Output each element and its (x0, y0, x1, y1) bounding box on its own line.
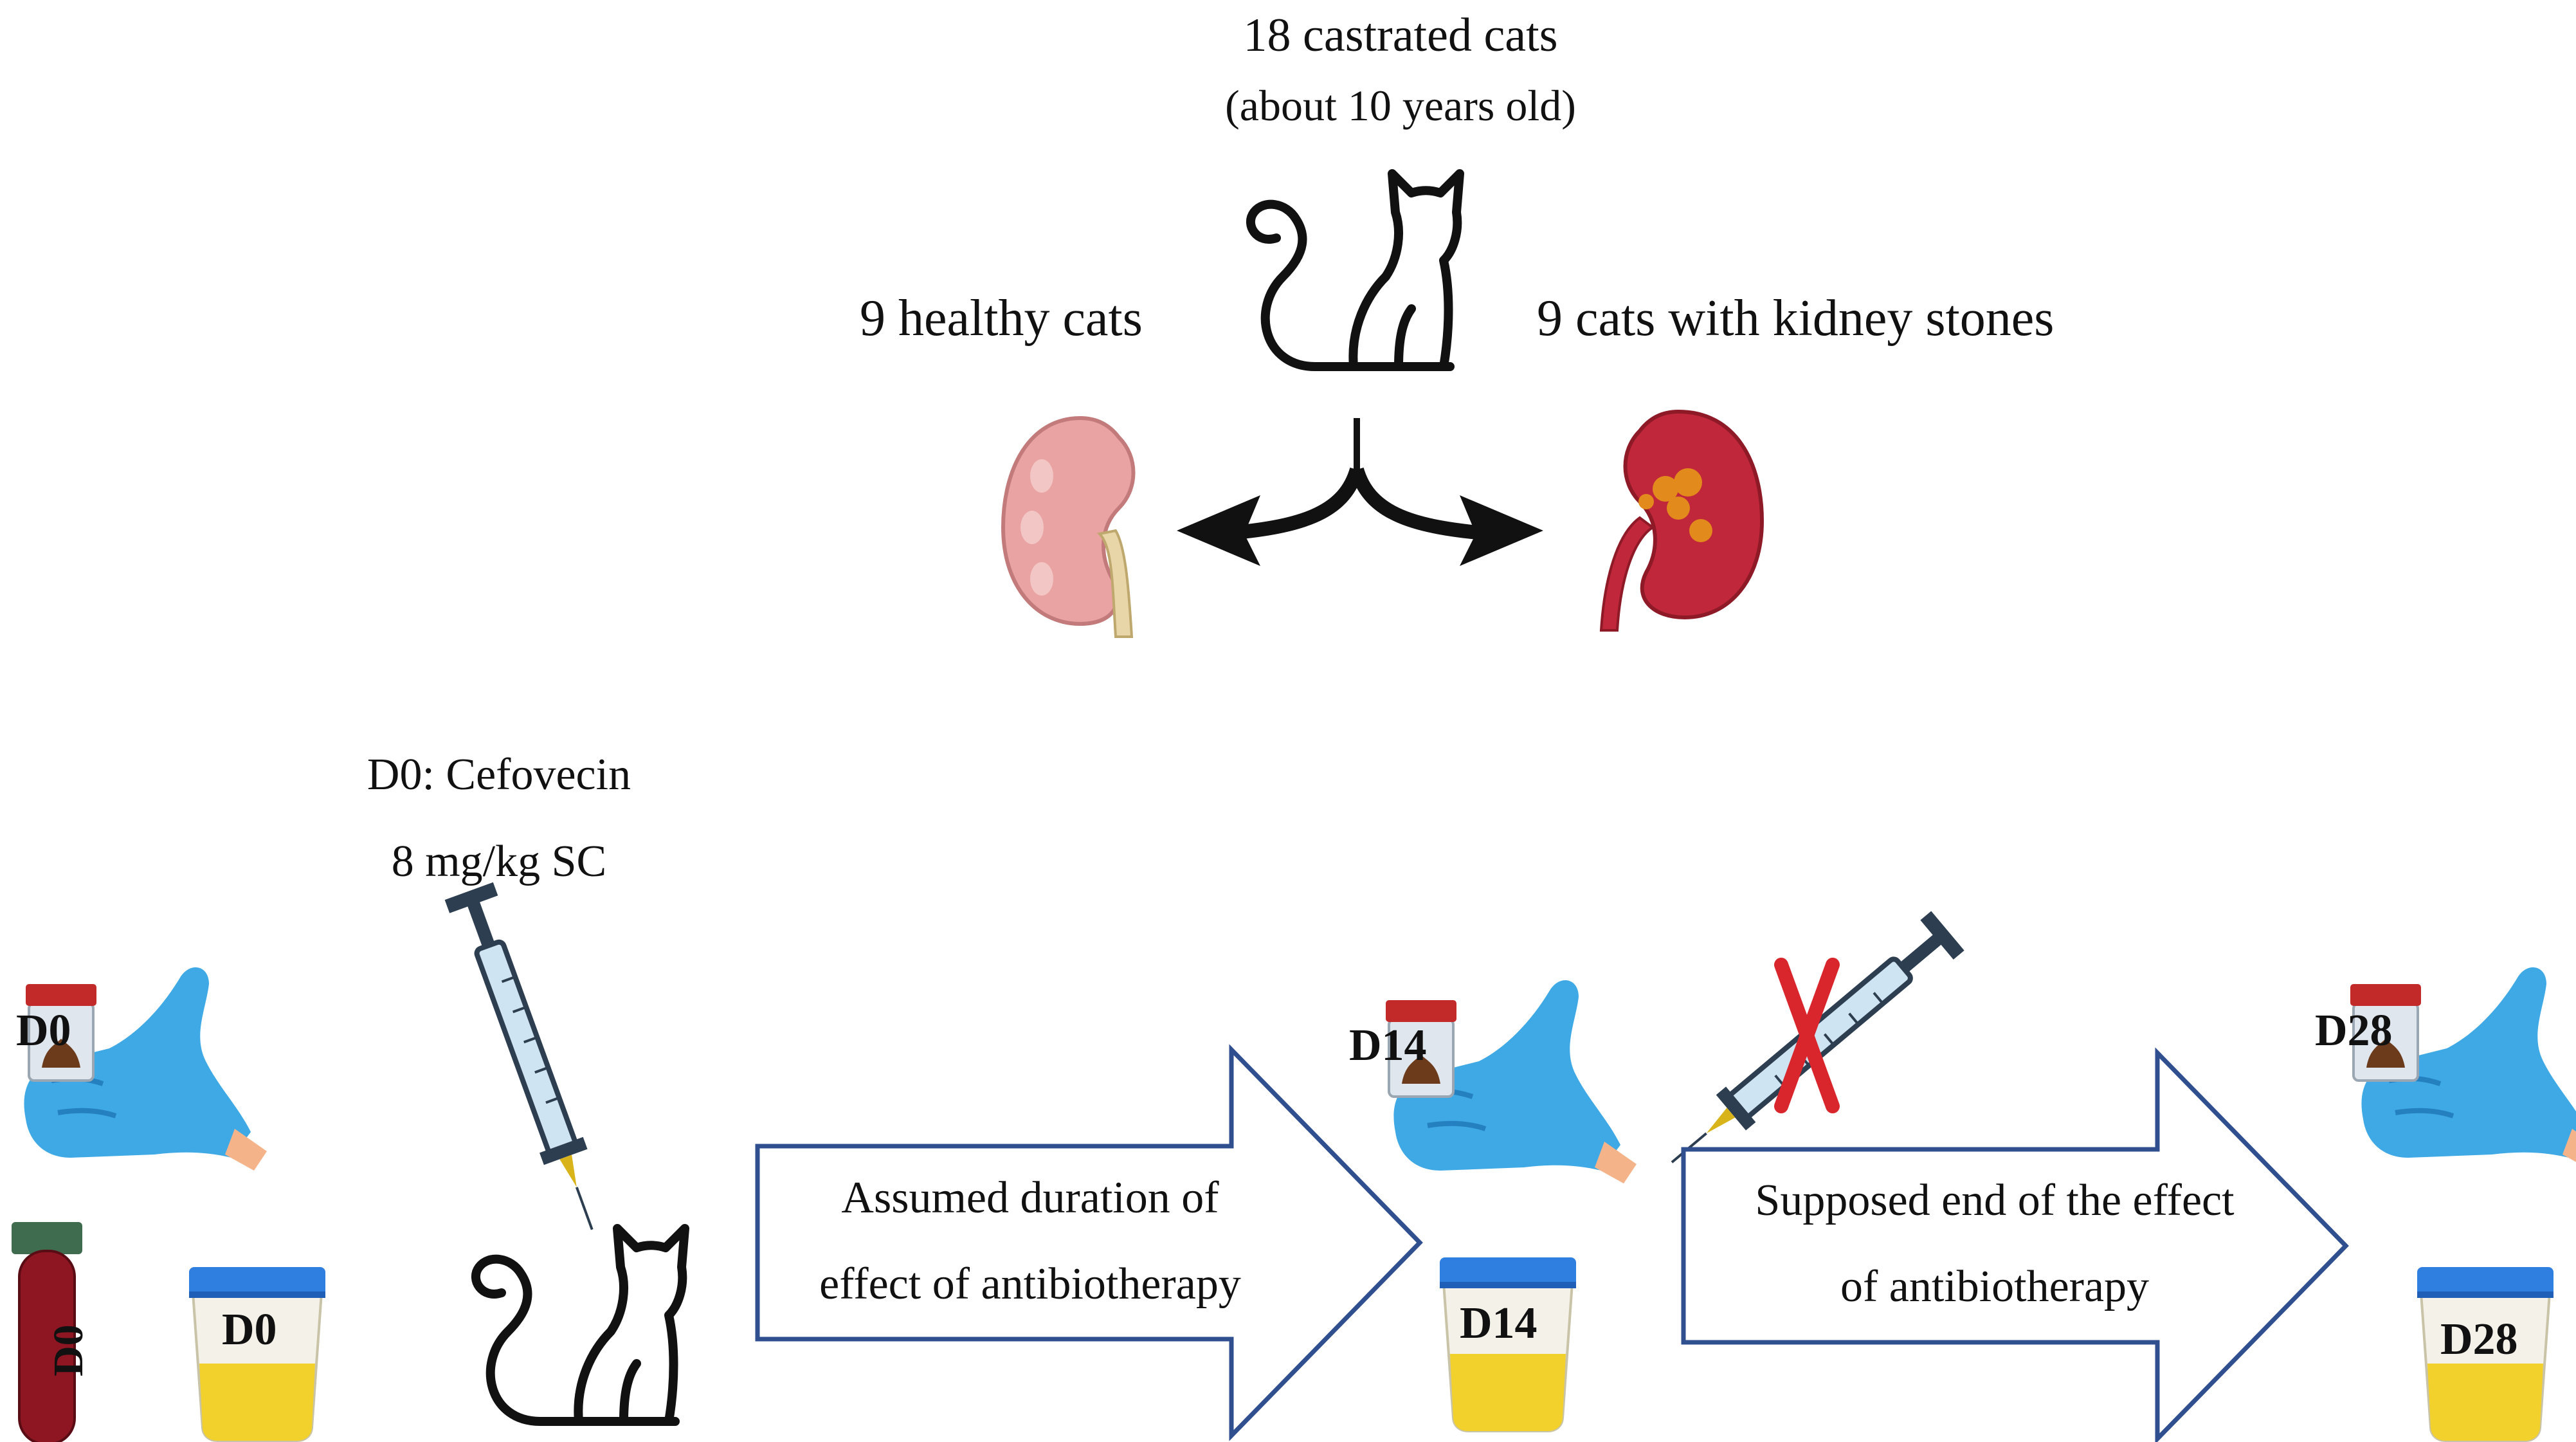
treatment-dose-label: 8 mg/kg SC (391, 837, 607, 886)
cat-icon (1251, 174, 1460, 367)
kidney-icon (1001, 415, 1136, 638)
sample-label-d14-urine: D14 (1460, 1299, 1537, 1348)
block-arrow-icon (1681, 1047, 2349, 1442)
healthy-group-label: 9 healthy cats (860, 290, 1143, 347)
sample-label-d0-feces: D0 (16, 1006, 71, 1055)
blood-tube-icon (12, 1222, 82, 1442)
split-arrow-icon (1177, 418, 1543, 566)
phase1-label-line2: effect of antibiotherapy (819, 1259, 1241, 1309)
phase2-label-line2: of antibiotherapy (1840, 1262, 2150, 1311)
phase1-label-line1: Assumed duration of (841, 1173, 1219, 1223)
sample-label-d0-urine: D0 (222, 1305, 277, 1355)
sample-label-d28-urine: D28 (2440, 1315, 2518, 1364)
cohort-title: 18 castrated cats (1243, 9, 1558, 62)
syringe-icon (445, 882, 617, 1239)
kidney-icon (1599, 409, 1764, 632)
sample-label-d28-feces: D28 (2315, 1006, 2393, 1055)
stones-group-label: 9 cats with kidney stones (1537, 290, 2054, 347)
phase2-label-line1: Supposed end of the effect (1755, 1176, 2235, 1225)
cohort-subtitle: (about 10 years old) (1225, 81, 1576, 130)
sample-label-d0-blood: D0 (45, 1324, 92, 1376)
cat-icon (476, 1228, 685, 1421)
sample-label-d14-feces: D14 (1349, 1021, 1427, 1070)
block-arrow-icon (755, 1044, 1423, 1441)
treatment-drug-label: D0: Cefovecin (367, 750, 631, 799)
crossed-syringe-icon (1655, 911, 1964, 1182)
